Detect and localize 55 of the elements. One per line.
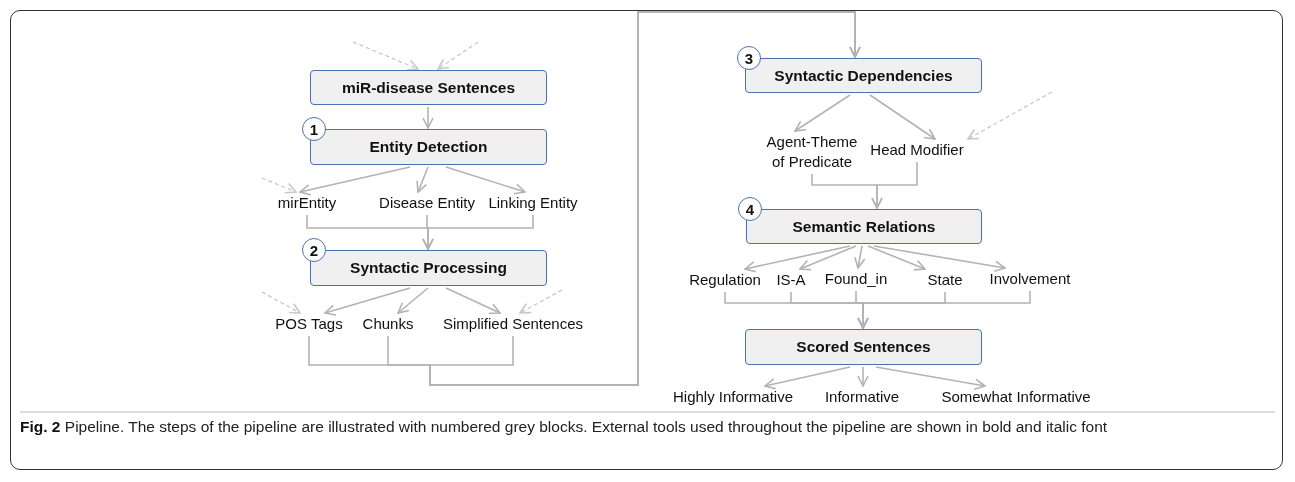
output-label: Head Modifier xyxy=(870,140,964,160)
arrow xyxy=(857,290,1031,329)
arrow xyxy=(873,245,1006,273)
arrow xyxy=(397,287,429,314)
dashed-arrow xyxy=(967,91,1053,140)
step-number: 3 xyxy=(737,46,761,70)
step-title: miR-disease Sentences xyxy=(341,78,516,97)
arrow xyxy=(794,94,851,132)
arrow xyxy=(867,245,926,271)
arrow xyxy=(744,245,851,273)
output-label: Found_in xyxy=(824,269,888,289)
arrow xyxy=(869,94,936,140)
process-box xyxy=(745,329,982,365)
arrow xyxy=(416,166,429,193)
output-label: Simplified Sentences xyxy=(442,314,584,334)
figure-caption: Fig. 2 Pipeline. The steps of the pipeline are illustrated with numbered grey blocks. External tools used throughout the pipeline are shown in bold and italic font xyxy=(20,417,1109,437)
output-label: Informative xyxy=(824,387,900,407)
arrow xyxy=(854,245,866,269)
arrow xyxy=(422,106,434,129)
output-label: Agent-Theme of Predicate xyxy=(762,132,862,172)
output-label: Disease Entity xyxy=(379,193,475,213)
output-label: Somewhat Informative xyxy=(941,387,1091,407)
step-title: Syntactic Processing xyxy=(350,259,507,277)
arrow xyxy=(324,287,411,316)
output-label: POS Tags xyxy=(275,314,343,334)
dashed-arrow xyxy=(437,41,479,70)
arrow xyxy=(857,366,869,387)
step-number: 2 xyxy=(302,238,326,262)
output-label: Linking Entity xyxy=(488,193,578,213)
arrow xyxy=(445,166,526,195)
arrow xyxy=(875,366,986,390)
arrow xyxy=(422,214,534,250)
dashed-arrow xyxy=(261,177,297,194)
arrow xyxy=(871,161,918,209)
step-number: 1 xyxy=(302,117,326,141)
dashed-arrow xyxy=(352,41,419,71)
dashed-arrow xyxy=(261,291,301,314)
arrow xyxy=(299,166,411,196)
output-label: Highly Informative xyxy=(673,387,793,407)
process-box xyxy=(310,70,547,105)
arrow xyxy=(764,366,851,390)
step-title: Scored Sentences xyxy=(796,338,931,356)
output-label: Involvement xyxy=(989,269,1071,289)
arrow xyxy=(799,245,857,271)
step-title: Semantic Relations xyxy=(792,217,936,236)
output-label: mirEntity xyxy=(277,193,337,213)
arrow xyxy=(445,287,501,315)
dashed-arrow xyxy=(519,289,563,314)
step-title: Entity Detection xyxy=(369,138,488,156)
output-label: Regulation xyxy=(689,270,761,290)
output-label: Chunks xyxy=(362,314,414,334)
step-number: 4 xyxy=(738,197,762,221)
step-title: Syntactic Dependencies xyxy=(774,66,953,85)
output-label: State xyxy=(927,270,963,290)
output-label: IS-A xyxy=(776,270,806,290)
